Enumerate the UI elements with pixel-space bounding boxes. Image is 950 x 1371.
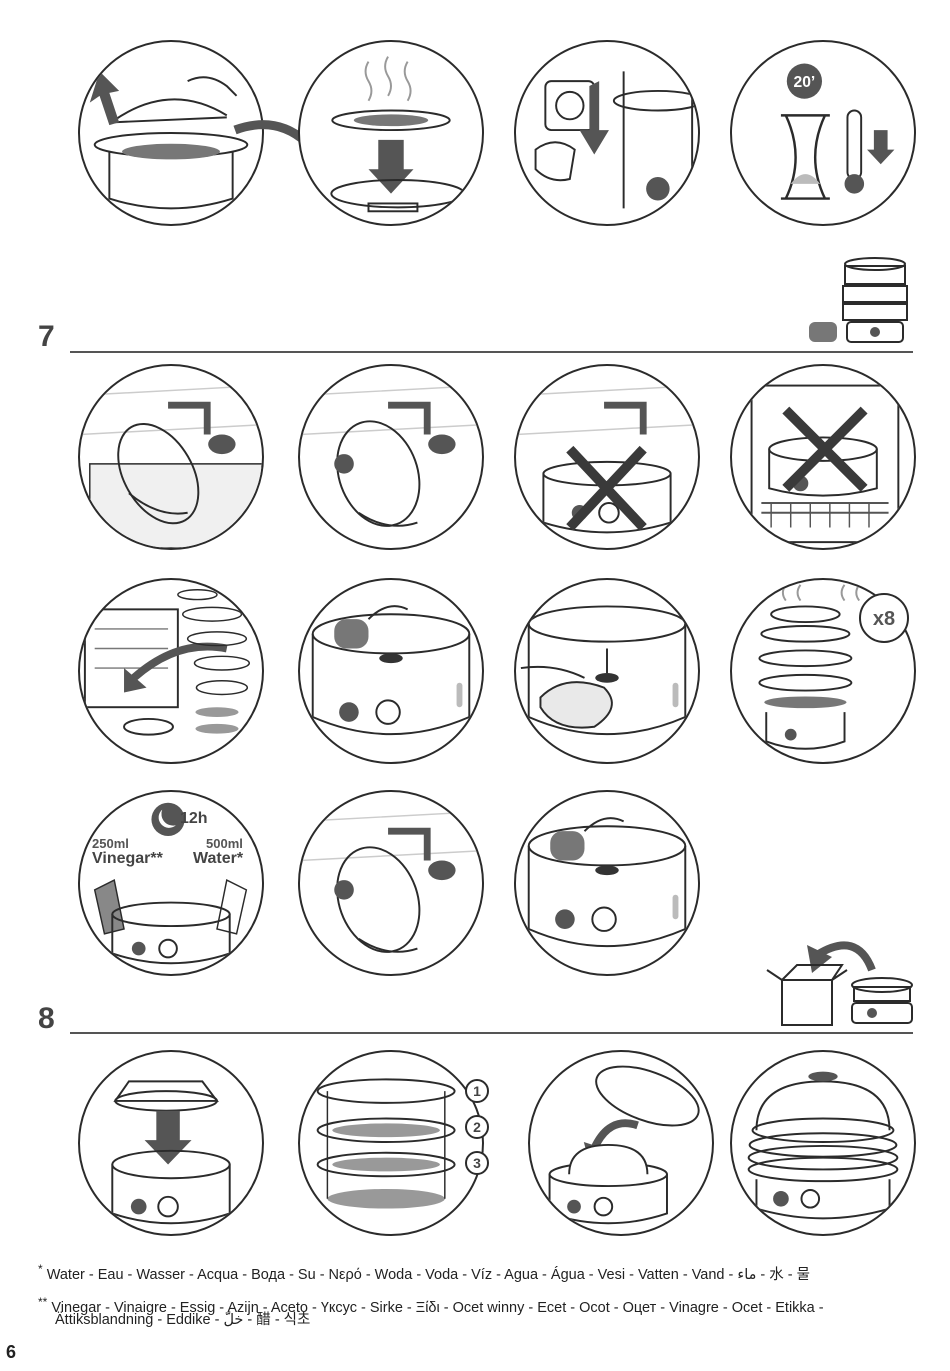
steamer-sponge-icon bbox=[809, 257, 908, 343]
section-number-8: 8 bbox=[38, 1002, 55, 1035]
water-label-text: Water* bbox=[193, 850, 244, 867]
tier-number-1: 1 bbox=[473, 1083, 481, 1099]
rinse-bowl-icon bbox=[298, 364, 484, 550]
footnote-vinegar-line1: Vinegar - Vinaigre - Essig - Azijn - Ace… bbox=[51, 1299, 824, 1316]
cooldown-icon: 20’ bbox=[730, 40, 916, 226]
footnote-vinegar: ** Vinegar - Vinaigre - Essig - Azijn - … bbox=[38, 1293, 824, 1317]
tier-number-3: 3 bbox=[473, 1155, 481, 1171]
footnote-water-marker: * bbox=[38, 1262, 43, 1276]
footnote-vinegar-cont: Ättiksblandning - Eddike - خلّ - 醋 - 식초 bbox=[55, 1311, 310, 1329]
soak-time-text: 12h bbox=[180, 810, 208, 827]
rinse-base-icon bbox=[298, 790, 484, 976]
footnote-vinegar-marker: ** bbox=[38, 1295, 48, 1309]
sponge-dry-icon bbox=[514, 790, 700, 976]
vinegar-soak-icon bbox=[78, 790, 264, 976]
cooldown-time-text: 20’ bbox=[794, 74, 816, 91]
no-dishwasher-base-icon bbox=[730, 364, 916, 550]
vinegar-amount-text: 250ml bbox=[92, 836, 129, 851]
drain-tray-icon bbox=[298, 40, 484, 226]
lid-on-base-icon bbox=[78, 1050, 264, 1236]
section-divider-7 bbox=[70, 351, 913, 353]
page-number: 6 bbox=[6, 1342, 17, 1362]
rinse-lid-icon bbox=[78, 364, 264, 550]
repeat-count-badge: x8 bbox=[859, 593, 909, 643]
lift-lid-icon bbox=[78, 40, 264, 226]
tier-number-2: 2 bbox=[473, 1119, 481, 1135]
tier-number-badges: 1 2 3 bbox=[465, 1079, 489, 1175]
unplug-icon bbox=[514, 40, 700, 226]
no-immerse-icon bbox=[514, 364, 700, 550]
stored-steamer-icon bbox=[730, 1050, 916, 1236]
section-divider-8 bbox=[70, 1032, 913, 1034]
water-amount-text: 500ml bbox=[206, 836, 243, 851]
footnote-water: * Water - Eau - Wasser - Acqua - Вода - … bbox=[38, 1260, 810, 1284]
sponge-clean-icon bbox=[298, 578, 484, 764]
section-number-7: 7 bbox=[38, 320, 55, 353]
stack-tiers-icon bbox=[298, 1050, 484, 1236]
footnote-vinegar-line2: Ättiksblandning - Eddike - خلّ - 醋 - 식초 bbox=[55, 1312, 311, 1328]
footnote-water-text: Water - Eau - Wasser - Acqua - Вода - Su… bbox=[46, 1266, 811, 1283]
vinegar-label-text: Vinegar** bbox=[92, 850, 163, 867]
nest-bowls-icon bbox=[528, 1050, 714, 1236]
repeat-count-text: x8 bbox=[873, 608, 895, 630]
storage-box-icon bbox=[766, 941, 913, 1026]
wipe-icon bbox=[514, 578, 700, 764]
dishwasher-parts-icon bbox=[78, 578, 264, 764]
